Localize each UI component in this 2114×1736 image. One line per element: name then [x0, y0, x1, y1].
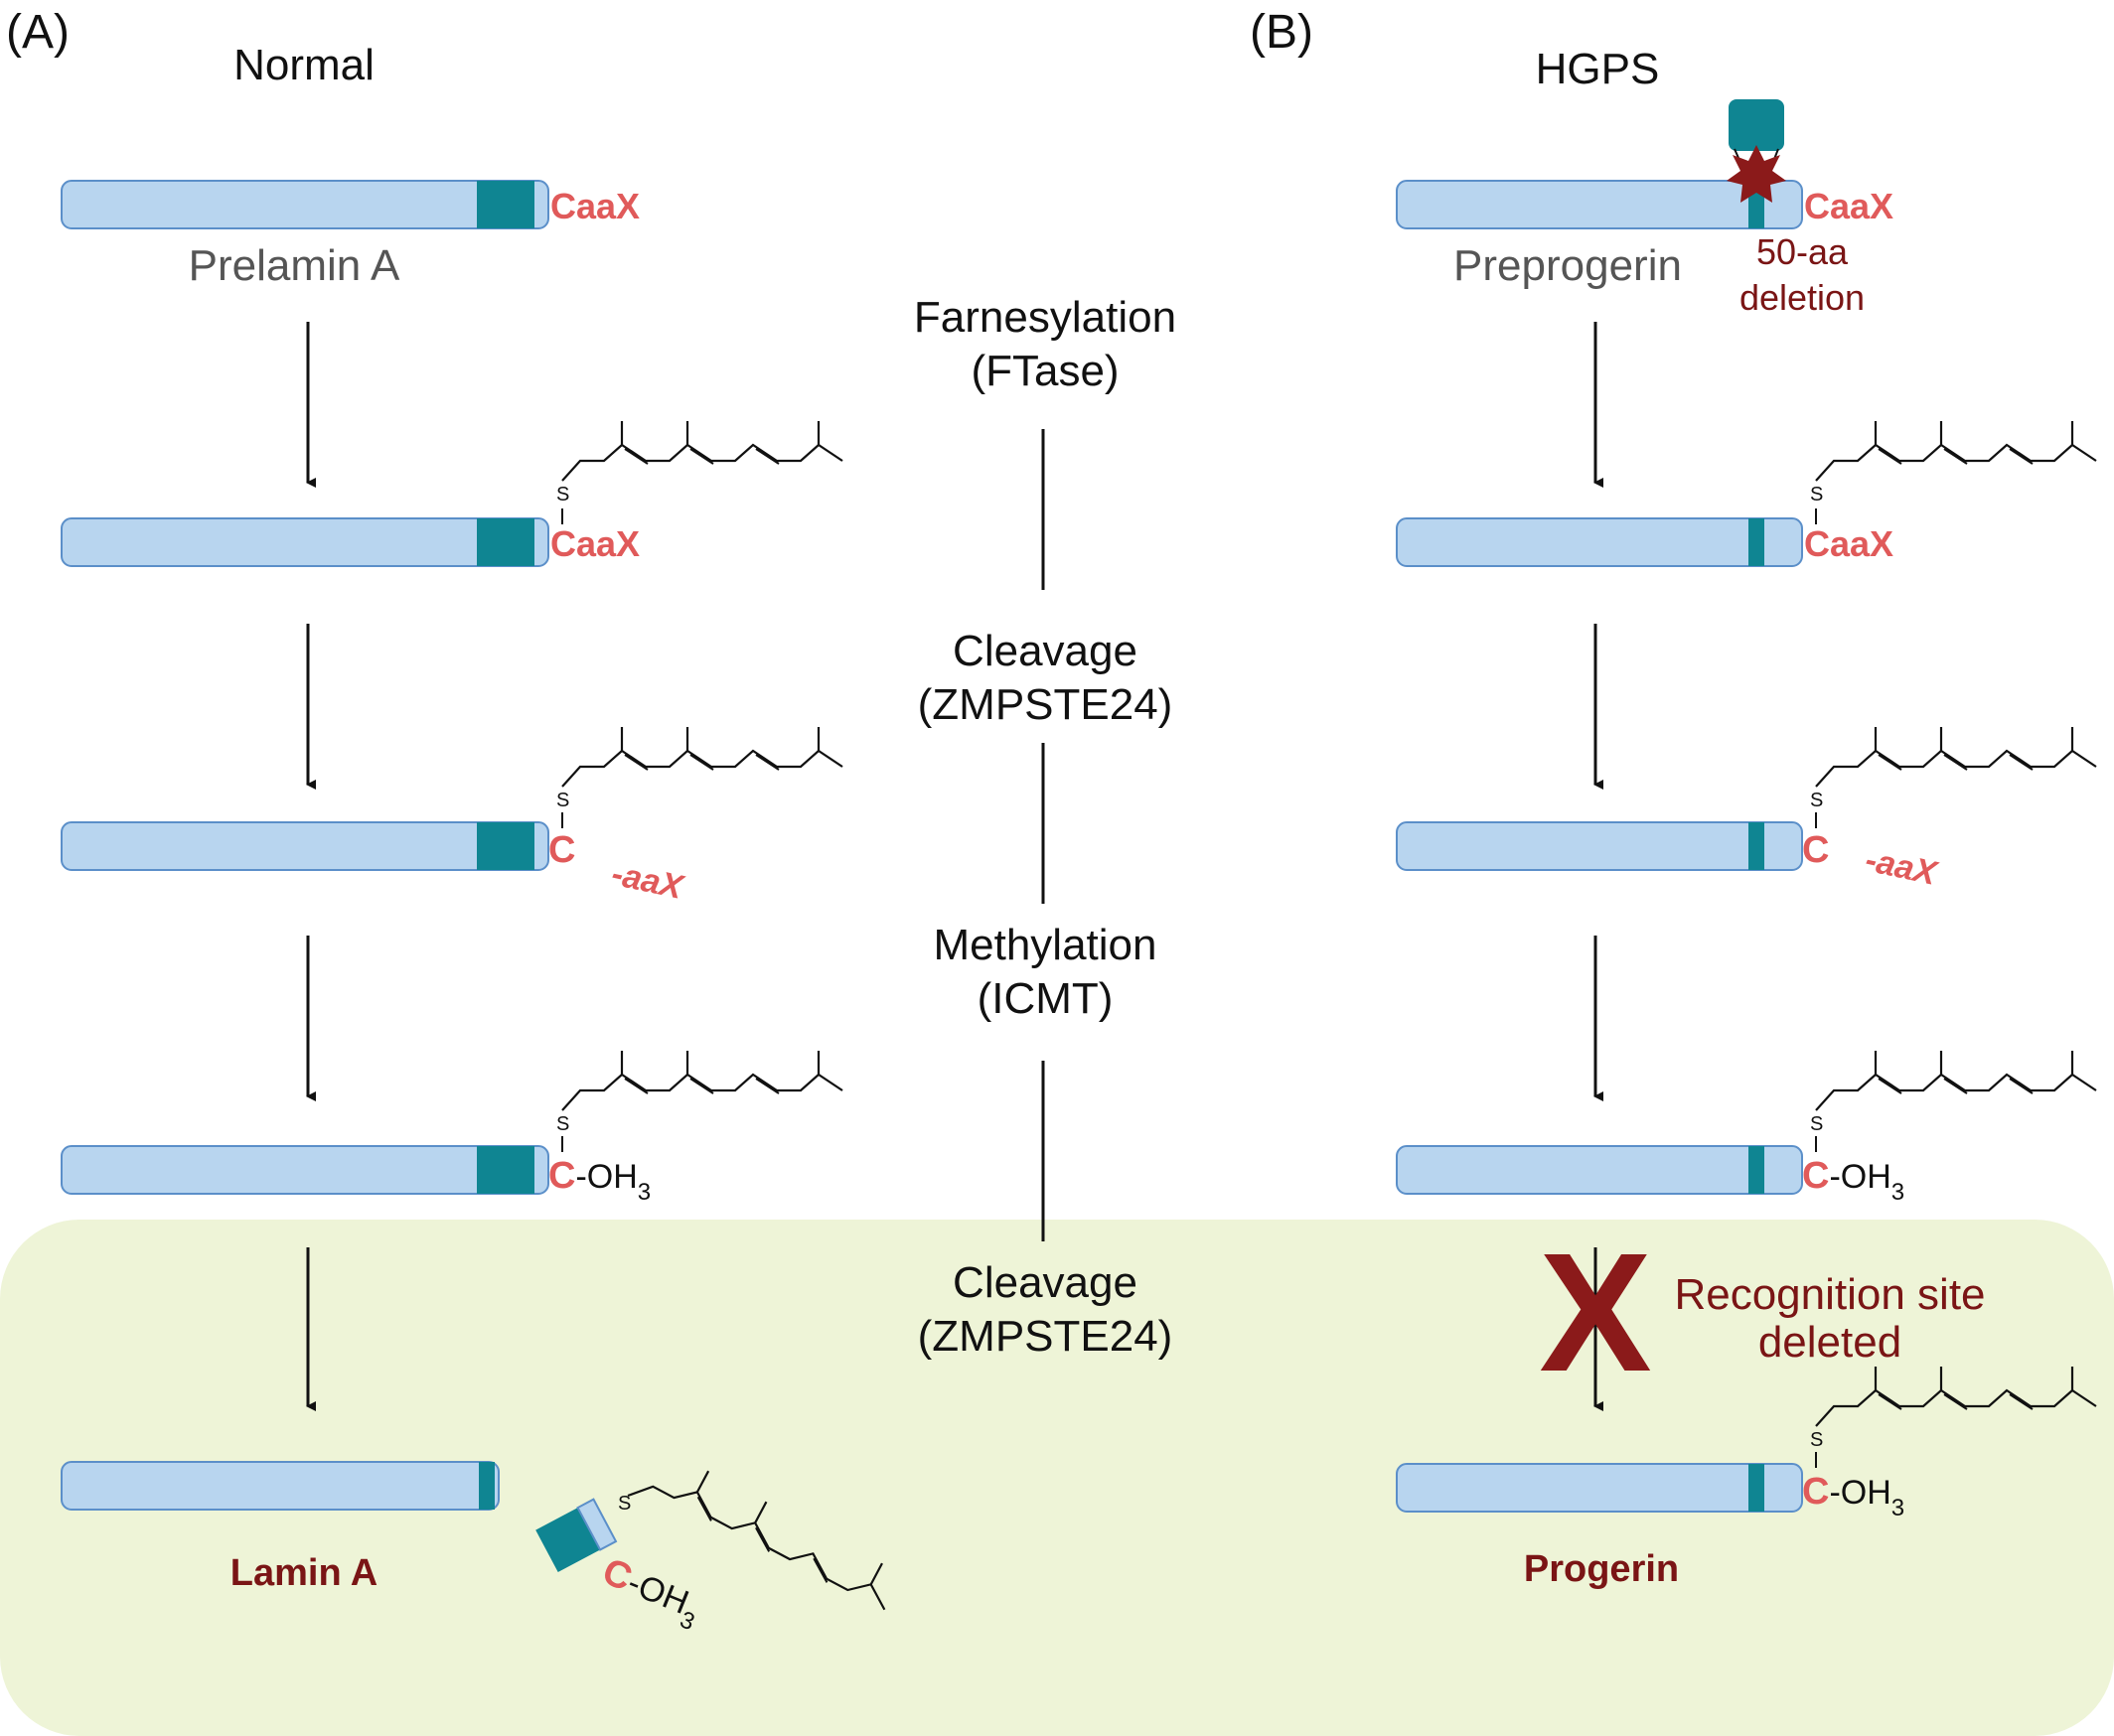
- svg-text:(ZMPSTE24): (ZMPSTE24): [918, 680, 1173, 729]
- preprogerin-label: Preprogerin: [1453, 241, 1682, 290]
- methyl-ester-label: C-OH3: [548, 1155, 651, 1206]
- farnesyl-chain: [560, 725, 844, 789]
- step-cleavage-2: Cleavage (ZMPSTE24): [918, 1258, 1173, 1361]
- panel-b-label: (B): [1250, 6, 1313, 59]
- svg-text:Methylation: Methylation: [933, 921, 1156, 969]
- methylated-preprogerin-protein: [1396, 1145, 1803, 1195]
- svg-text:(FTase): (FTase): [971, 347, 1119, 395]
- cysteine-label: C: [1802, 829, 1829, 871]
- farnesyl-chain: [1814, 725, 2098, 789]
- progerin-label: Progerin: [1524, 1548, 1679, 1590]
- methyl-ester-label: C-OH3: [1802, 1155, 1904, 1206]
- panel-a-label: (A): [6, 6, 70, 59]
- methyl-ester-label: C-OH3: [1802, 1471, 1904, 1521]
- prelamin-a-label: Prelamin A: [189, 241, 400, 290]
- svg-text:deletion: deletion: [1739, 277, 1865, 318]
- progerin-protein: [1396, 1463, 1803, 1513]
- farnesyl-chain: [1814, 1049, 2098, 1112]
- svg-text:Cleavage: Cleavage: [953, 627, 1137, 675]
- step-methylation: Methylation (ICMT): [933, 921, 1156, 1023]
- step-cleavage-1: Cleavage (ZMPSTE24): [918, 627, 1173, 729]
- final-step-highlight: [0, 1220, 2114, 1736]
- blocked-x-icon: X: [1539, 1219, 1651, 1407]
- sulfur-atom: S: [556, 484, 569, 506]
- farnesyl-chain: [1814, 419, 2098, 483]
- caax-label: CaaX: [1804, 523, 1893, 564]
- caax-label: CaaX: [550, 186, 640, 226]
- svg-text:Farnesylation: Farnesylation: [914, 293, 1176, 342]
- farnesylated-preprogerin-protein: [1396, 517, 1803, 567]
- farnesyl-chain: [560, 419, 844, 483]
- svg-text:deleted: deleted: [1758, 1318, 1901, 1367]
- step-farnesylation: Farnesylation (FTase): [914, 293, 1176, 395]
- condition-normal: Normal: [233, 41, 375, 89]
- sulfur-atom: S: [1810, 1113, 1823, 1135]
- preprogerin-protein: [1396, 180, 1803, 229]
- released-aax-label: -aaX: [1862, 841, 1941, 894]
- lamin-a-label: Lamin A: [230, 1552, 378, 1594]
- prelamin-a-protein: [61, 180, 549, 229]
- caax-label: CaaX: [1804, 186, 1893, 226]
- svg-text:(ICMT): (ICMT): [978, 974, 1114, 1023]
- methylated-prelamin-protein: [61, 1145, 549, 1195]
- cleaved-preprogerin-protein: [1396, 821, 1803, 871]
- lamin-a-protein: [61, 1461, 500, 1511]
- farnesyl-chain: [560, 1049, 844, 1112]
- recognition-site-deleted-label: Recognition site deleted: [1674, 1270, 1985, 1367]
- sulfur-atom: S: [556, 790, 569, 811]
- svg-text:Cleavage: Cleavage: [953, 1258, 1137, 1307]
- cleaved-prelamin-protein: [61, 821, 549, 871]
- sulfur-atom: S: [1810, 1429, 1823, 1451]
- sulfur-atom: S: [1810, 790, 1823, 811]
- farnesylated-prelamin-protein: [61, 517, 549, 567]
- sulfur-atom: S: [556, 1113, 569, 1135]
- svg-text:S: S: [618, 1493, 631, 1515]
- sulfur-atom: S: [1810, 484, 1823, 506]
- deletion-label: 50-aa deletion: [1739, 231, 1865, 318]
- cysteine-label: C: [548, 829, 575, 871]
- caax-label: CaaX: [550, 523, 640, 564]
- svg-text:50-aa: 50-aa: [1756, 231, 1849, 272]
- released-aax-label: -aaX: [608, 855, 687, 908]
- svg-text:(ZMPSTE24): (ZMPSTE24): [918, 1312, 1173, 1361]
- svg-text:Recognition site: Recognition site: [1674, 1270, 1985, 1319]
- mutation-star-icon: [1727, 145, 1786, 203]
- condition-hgps: HGPS: [1536, 45, 1660, 93]
